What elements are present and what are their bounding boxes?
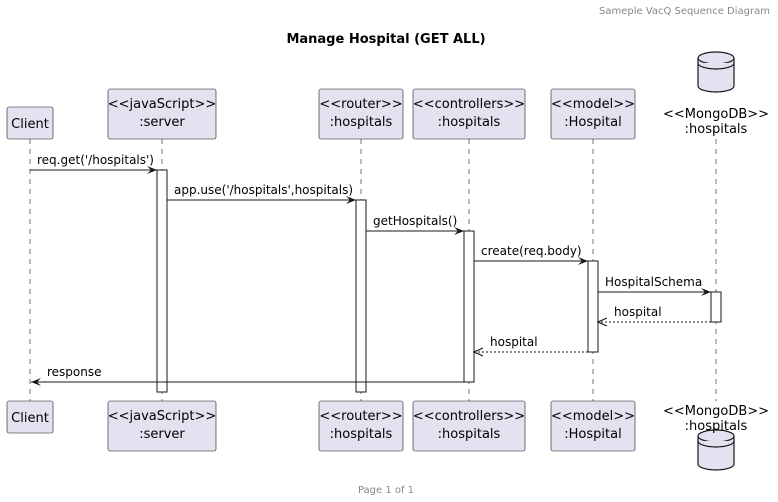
message-2: app.use('/hospitals',hospitals) xyxy=(167,183,356,204)
participant-box xyxy=(6,400,54,434)
participant-box xyxy=(550,400,636,452)
message-4: create(req.body) xyxy=(474,244,588,265)
participant-label: <<router>> xyxy=(319,409,402,424)
database-icon xyxy=(697,429,735,471)
participant-server-bottom: <<javaScript>> :server xyxy=(107,400,217,452)
participant-model-top: <<model>> :Hospital xyxy=(550,88,636,140)
message-label: req.get('/hospitals') xyxy=(37,153,154,167)
messages: req.get('/hospitals') app.use('/hospitals… xyxy=(30,153,711,386)
message-label: response xyxy=(47,365,102,379)
participant-label: <<controllers>> xyxy=(413,409,525,424)
arrowhead xyxy=(454,227,464,235)
participant-label: :Hospital xyxy=(564,427,621,442)
arrowhead xyxy=(472,347,484,357)
participant-label: :server xyxy=(139,427,185,442)
message-label: app.use('/hospitals',hospitals) xyxy=(174,183,353,197)
participant-label: <<router>> xyxy=(319,97,402,112)
message-8: response xyxy=(31,365,464,386)
participant-box xyxy=(6,106,54,140)
participant-box xyxy=(107,400,217,452)
participant-label: <<javaScript>> xyxy=(108,409,217,424)
participant-label: :hospitals xyxy=(438,427,501,442)
diagram-header: Sameple VacQ Sequence Diagram xyxy=(599,6,770,17)
participant-label: <<controllers>> xyxy=(413,97,525,112)
participant-controllers-top: <<controllers>> :hospitals xyxy=(412,88,526,140)
participant-label: <<MongoDB>> xyxy=(663,404,769,419)
participant-label: :hospitals xyxy=(685,122,748,137)
participant-label: <<MongoDB>> xyxy=(663,107,769,122)
participant-label: <<javaScript>> xyxy=(108,97,217,112)
participant-mongodb-top: <<MongoDB>>:hospitals xyxy=(663,51,769,137)
participant-router-top: <<router>> :hospitals xyxy=(318,88,404,140)
activation-model xyxy=(587,260,599,353)
message-6: hospital xyxy=(596,305,711,327)
diagram-title: Manage Hospital (GET ALL) xyxy=(286,32,485,47)
participant-box xyxy=(412,88,526,140)
message-label: hospital xyxy=(490,335,538,349)
arrowhead xyxy=(147,166,157,174)
page-footer: Page 1 of 1 xyxy=(358,485,414,496)
participant-box xyxy=(318,400,404,452)
participant-box xyxy=(550,88,636,140)
message-label: getHospitals() xyxy=(373,214,457,228)
participant-box xyxy=(107,88,217,140)
message-1: req.get('/hospitals') xyxy=(30,153,157,174)
activations xyxy=(156,169,722,393)
participant-label: Client xyxy=(11,411,49,426)
participant-model-bottom: <<model>> :Hospital xyxy=(550,400,636,452)
participant-mongodb-bottom: <<MongoDB>>:hospitals xyxy=(663,404,769,471)
message-7: hospital xyxy=(472,335,588,357)
activation-mongodb xyxy=(710,291,722,323)
message-label: HospitalSchema xyxy=(605,275,702,289)
participants: ClientClient<<javaScript>>:server<<javaS… xyxy=(6,51,769,471)
participant-label: :hospitals xyxy=(438,115,501,130)
message-label: hospital xyxy=(614,305,662,319)
participant-client-bottom: Client xyxy=(6,400,54,434)
participant-label: :hospitals xyxy=(330,115,393,130)
participant-label: :hospitals xyxy=(330,427,393,442)
activation-controllers xyxy=(463,230,475,383)
participant-label: <<model>> xyxy=(551,97,635,112)
activation-router xyxy=(355,199,367,393)
participant-controllers-bottom: <<controllers>> :hospitals xyxy=(412,400,526,452)
arrowhead xyxy=(346,196,356,204)
message-label: create(req.body) xyxy=(481,244,582,258)
participant-client-top: Client xyxy=(6,106,54,140)
message-3: getHospitals() xyxy=(366,214,464,235)
arrowhead xyxy=(701,288,711,296)
participant-box xyxy=(412,400,526,452)
message-5: HospitalSchema xyxy=(598,275,711,296)
participant-label: Client xyxy=(11,117,49,132)
participant-label: :hospitals xyxy=(685,419,748,434)
database-icon xyxy=(697,51,735,93)
lifelines xyxy=(29,139,717,401)
arrowhead xyxy=(31,378,41,386)
participant-label: <<model>> xyxy=(551,409,635,424)
arrowhead xyxy=(596,317,608,327)
participant-router-bottom: <<router>> :hospitals xyxy=(318,400,404,452)
activation-server xyxy=(156,169,168,393)
participant-label: :Hospital xyxy=(564,115,621,130)
arrowhead xyxy=(578,257,588,265)
participant-server-top: <<javaScript>> :server xyxy=(107,88,217,140)
participant-box xyxy=(318,88,404,140)
participant-label: :server xyxy=(139,115,185,130)
